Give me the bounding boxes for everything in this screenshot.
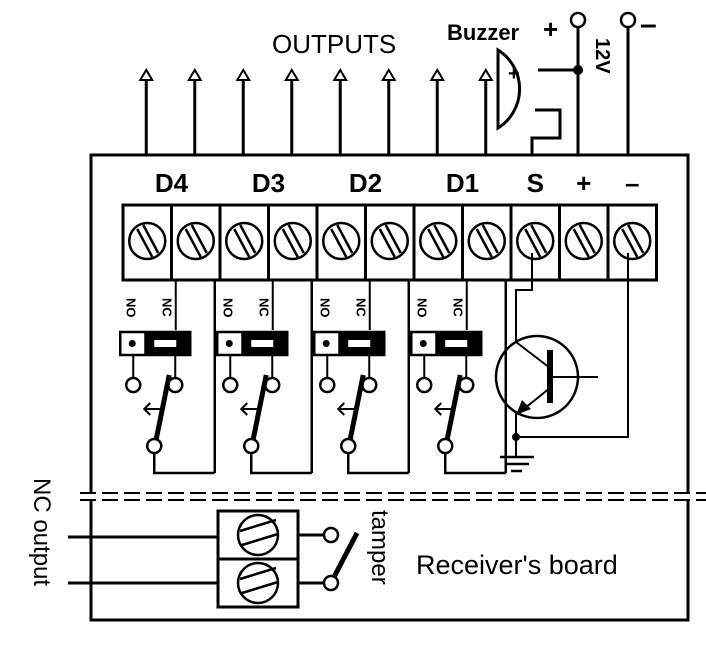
arrow-left-icon xyxy=(433,402,454,416)
nc-label: NC xyxy=(159,298,174,317)
terminal-screw-icon xyxy=(218,203,270,282)
nc-label: NC xyxy=(256,298,271,317)
jumper-icon xyxy=(410,330,483,357)
relay-d4: NO NC xyxy=(119,280,216,475)
nc-label: NC xyxy=(450,298,465,317)
relay-switch-icon xyxy=(153,374,172,440)
output-arrow-icon xyxy=(186,68,203,81)
terminal-label-1: D4 xyxy=(155,168,189,198)
junction-dot xyxy=(512,433,520,441)
terminal-block xyxy=(121,203,658,282)
terminal-screw-icon xyxy=(364,203,416,282)
terminal-screw-icon xyxy=(315,203,367,282)
no-label: NO xyxy=(123,298,138,318)
output-arrow-icon xyxy=(283,68,300,81)
terminal-screw-icon xyxy=(509,203,561,282)
jumper-icon xyxy=(119,330,192,357)
terminal-screw-icon xyxy=(412,203,464,282)
arrow-left-icon xyxy=(142,402,163,416)
buzzer-icon xyxy=(496,47,522,131)
output-arrow-icon xyxy=(138,68,155,81)
relays: NO NC NO NC NO NC NO NC xyxy=(119,280,507,475)
terminal-label-6: + xyxy=(576,168,591,198)
output-arrow-icon xyxy=(235,68,252,81)
relay-d1: NO NC xyxy=(410,280,507,475)
relay-d2: NO NC xyxy=(313,280,410,475)
contact-common-icon xyxy=(340,437,357,455)
contact-no-icon xyxy=(416,376,433,394)
contact-common-icon xyxy=(146,437,163,455)
output-arrow-icon xyxy=(380,68,397,81)
tamper-switch-icon xyxy=(331,531,360,579)
output-arrows xyxy=(138,68,494,155)
arrow-left-icon xyxy=(336,402,357,416)
tamper-label: tamper xyxy=(366,510,393,585)
no-label: NO xyxy=(414,298,429,318)
receiver-board-label: Receiver's board xyxy=(416,550,618,580)
contact-no-icon xyxy=(125,376,142,394)
contact-common-icon xyxy=(243,437,260,455)
supply-plus-terminal-icon xyxy=(569,11,587,29)
output-arrow-icon xyxy=(429,68,446,81)
buzzer-wire-signal xyxy=(530,108,562,155)
buzzer-plus-sign: + xyxy=(543,14,558,44)
transistor-icon xyxy=(494,253,598,457)
relay-switch-icon xyxy=(347,374,366,440)
buzzer-polarity-plus: + xyxy=(508,63,520,85)
relay-switch-icon xyxy=(444,374,463,440)
terminal-screw-icon xyxy=(170,203,222,282)
jumper-icon xyxy=(216,330,289,357)
no-label: NO xyxy=(220,298,235,318)
supply-voltage-label: 12V xyxy=(591,38,613,74)
terminal-screw-icon xyxy=(461,203,513,282)
terminal-screw-icon xyxy=(267,203,319,282)
terminal-screw-icon xyxy=(558,203,610,282)
nc-output-label: NC output xyxy=(28,478,55,586)
terminal-label-5: S xyxy=(527,168,544,198)
board-outline-bottom xyxy=(89,500,690,622)
tamper-contact-icon xyxy=(322,526,340,544)
arrow-left-icon xyxy=(239,402,260,416)
terminal-screw-icon xyxy=(121,203,173,282)
output-arrow-icon xyxy=(477,68,494,81)
tamper-contact-icon xyxy=(322,574,340,592)
supply-minus-sign: – xyxy=(640,8,657,41)
no-label: NO xyxy=(317,298,332,318)
terminal-labels: D4 D3 D2 D1 S + – xyxy=(155,168,640,198)
supply-minus-terminal-icon xyxy=(619,11,637,29)
contact-common-icon xyxy=(437,437,454,455)
terminal-label-7: – xyxy=(625,168,639,198)
terminal-label-4: D1 xyxy=(446,168,479,198)
ground-wire xyxy=(516,253,629,438)
ground-icon xyxy=(500,455,534,473)
buzzer-label: Buzzer xyxy=(447,20,520,45)
relay-d3: NO NC xyxy=(216,280,313,475)
relay-switch-icon xyxy=(250,374,269,440)
nc-label: NC xyxy=(353,298,368,317)
tamper-terminal-block xyxy=(216,509,300,609)
output-arrow-icon xyxy=(332,68,349,81)
jumper-icon xyxy=(313,330,386,357)
outputs-label: OUTPUTS xyxy=(272,29,396,59)
contact-no-icon xyxy=(222,376,239,394)
terminal-label-2: D3 xyxy=(252,168,285,198)
terminal-screw-icon xyxy=(606,203,658,282)
contact-no-icon xyxy=(319,376,336,394)
terminal-label-3: D2 xyxy=(349,168,382,198)
